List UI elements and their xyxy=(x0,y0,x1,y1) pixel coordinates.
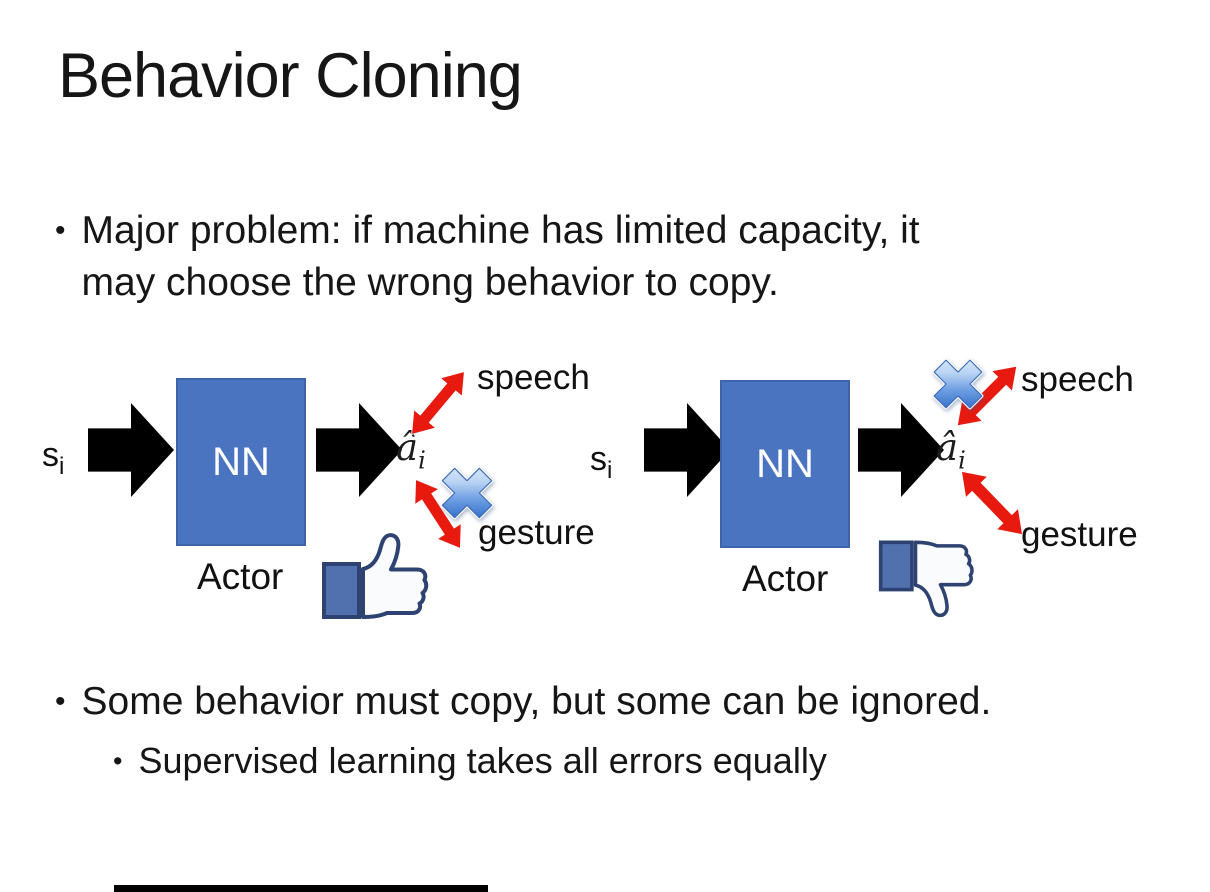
bullet-major-problem: • Major problem: if machine has limited … xyxy=(55,205,920,309)
right-arrow-icon xyxy=(316,403,402,497)
cross-icon xyxy=(928,354,988,414)
page-title: Behavior Cloning xyxy=(58,41,523,111)
right-arrow-icon xyxy=(644,403,730,497)
cross-icon xyxy=(436,462,498,524)
thumbs-down-icon xyxy=(878,540,974,618)
action-label: âi xyxy=(936,426,966,475)
gesture-label: gesture xyxy=(1021,515,1138,554)
nn-label: NN xyxy=(212,439,270,484)
state-label: si xyxy=(590,440,613,484)
nn-box: NN xyxy=(720,380,850,548)
nn-box: NN xyxy=(176,378,306,546)
bullet-major-problem-text: Major problem: if machine has limited ca… xyxy=(81,209,920,304)
bullet-glyph: • xyxy=(55,214,66,247)
speech-label: speech xyxy=(477,358,590,397)
nn-label: NN xyxy=(756,441,814,486)
double-arrow-icon-speech xyxy=(400,362,476,444)
actor-label: Actor xyxy=(742,558,829,599)
bullet-glyph: • xyxy=(55,685,66,718)
bullet-supervised-learning-text: Supervised learning takes all errors equ… xyxy=(138,740,827,781)
state-label: si xyxy=(42,436,65,480)
bottom-black-bar xyxy=(114,885,488,892)
bullet-some-behavior-text: Some behavior must copy, but some can be… xyxy=(81,680,992,723)
gesture-label: gesture xyxy=(478,513,595,552)
right-arrow-icon xyxy=(88,403,174,497)
bullet-glyph: • xyxy=(113,746,123,776)
thumbs-up-icon xyxy=(322,533,429,619)
speech-label: speech xyxy=(1021,360,1134,399)
bullet-some-behavior: • Some behavior must copy, but some can … xyxy=(55,676,991,728)
right-arrow-icon xyxy=(858,403,944,497)
actor-label: Actor xyxy=(197,556,284,597)
action-label: âi xyxy=(396,426,426,475)
bullet-supervised-learning: • Supervised learning takes all errors e… xyxy=(113,738,827,784)
